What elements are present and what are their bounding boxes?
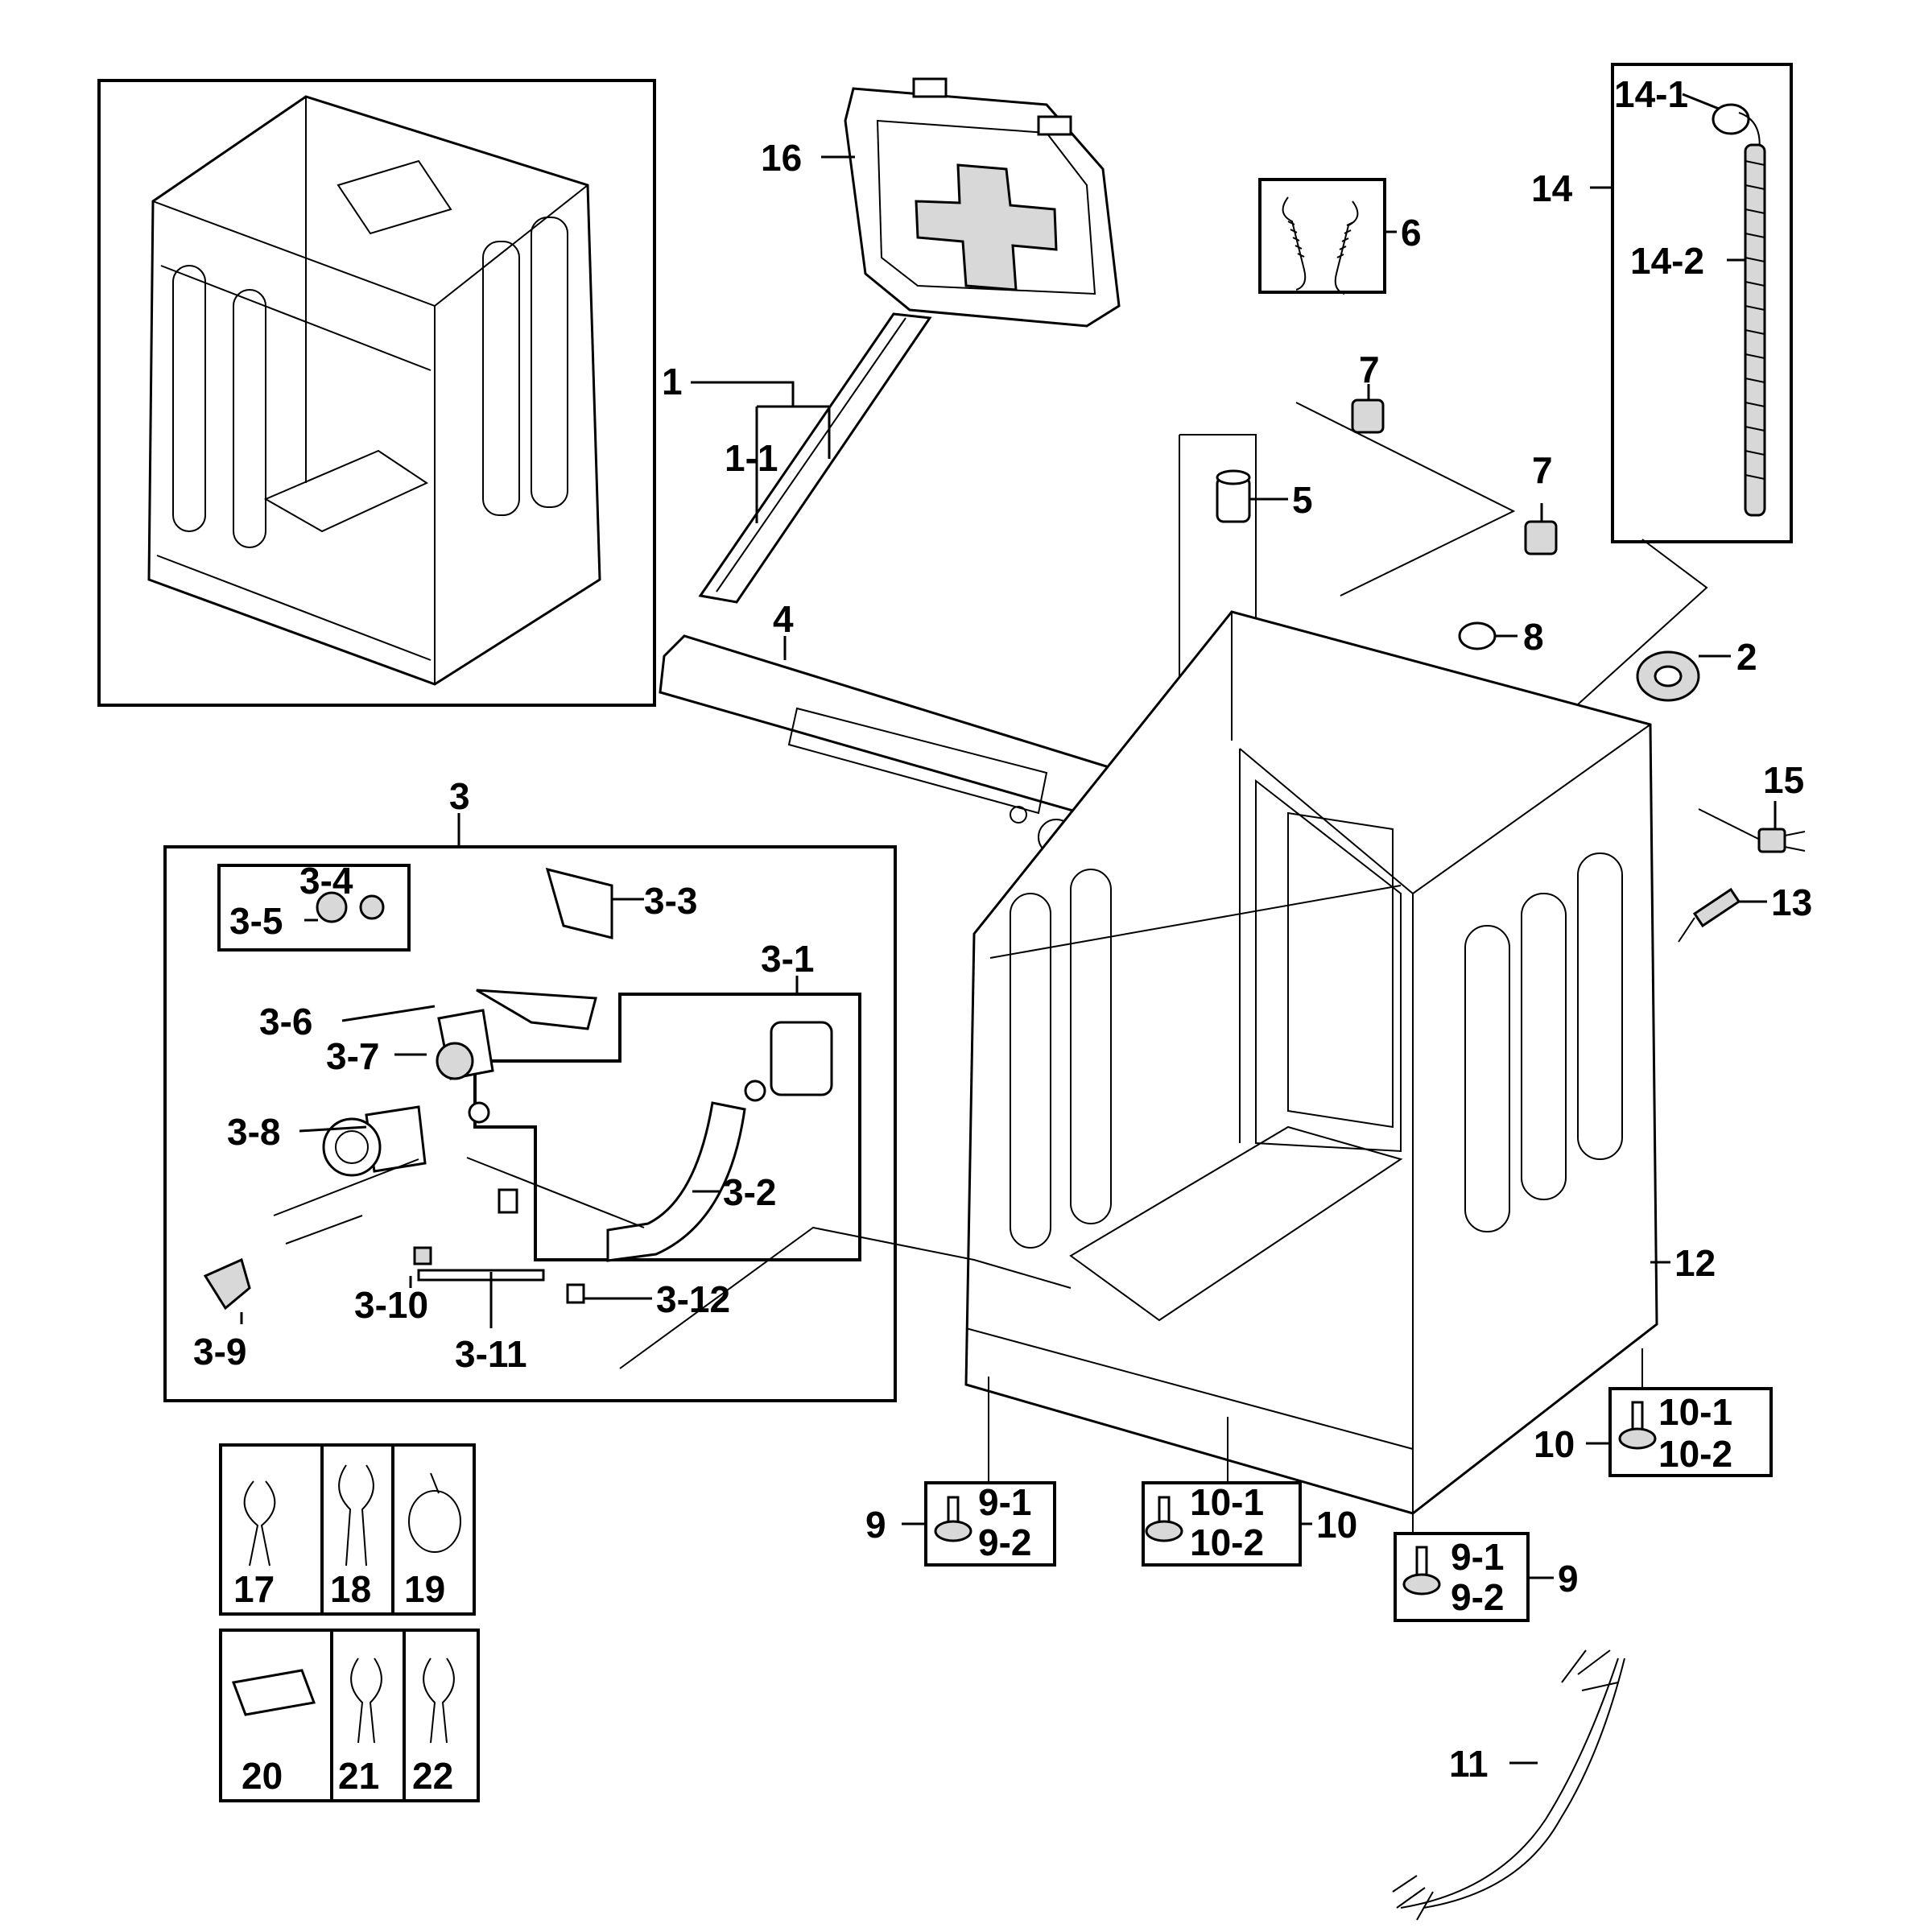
callout-2: 2 [1736, 636, 1757, 678]
callout-19: 19 [404, 1568, 445, 1610]
clamp-8 [1458, 621, 1497, 650]
callout-3-7: 3-7 [326, 1035, 379, 1077]
bushing-2 [1636, 650, 1700, 702]
control-frame-4 [659, 634, 1129, 856]
foot-box-10b [1608, 1387, 1773, 1477]
callout-3-8: 3-8 [227, 1111, 280, 1153]
callout-10b: 10 [1534, 1423, 1575, 1465]
switch-7a [1351, 398, 1385, 434]
callout-9b: 9 [1558, 1558, 1579, 1600]
callout-22: 22 [412, 1755, 453, 1797]
callout-20: 20 [242, 1755, 283, 1797]
callout-10b-1: 10-1 [1658, 1391, 1732, 1433]
callout-6: 6 [1401, 212, 1422, 254]
assembled-cabinet-inset [97, 79, 656, 707]
power-cord-15 [1698, 808, 1806, 853]
callout-21: 21 [338, 1755, 379, 1797]
inlet-13 [1678, 887, 1741, 943]
callout-1-1: 1-1 [725, 437, 778, 479]
callout-3-1: 3-1 [761, 938, 814, 980]
callout-7a: 7 [1359, 349, 1380, 390]
callout-16: 16 [761, 137, 802, 179]
callout-17: 17 [233, 1568, 275, 1610]
callout-9a: 9 [865, 1504, 886, 1546]
callout-14-2: 14-2 [1630, 240, 1704, 282]
callout-11: 11 [1449, 1743, 1489, 1785]
foot-box-10a [1142, 1481, 1302, 1567]
pump-assembly-3 [163, 845, 1072, 1402]
callout-14: 14 [1531, 167, 1573, 209]
springs-6 [1258, 178, 1386, 295]
callout-4: 4 [773, 598, 794, 640]
callout-18: 18 [330, 1568, 371, 1610]
callout-12: 12 [1674, 1242, 1716, 1284]
callout-9a-1: 9-1 [978, 1481, 1031, 1523]
callout-15: 15 [1763, 759, 1804, 801]
callout-3: 3 [449, 775, 470, 817]
callout-1: 1 [662, 361, 683, 402]
callout-3-6: 3-6 [259, 1001, 312, 1042]
callout-3-10: 3-10 [354, 1284, 428, 1326]
callout-3-4: 3-4 [299, 860, 353, 902]
callout-8: 8 [1523, 616, 1544, 658]
callout-3-12: 3-12 [656, 1278, 730, 1320]
callout-7b: 7 [1532, 449, 1553, 491]
callout-9b-2: 9-2 [1451, 1576, 1504, 1618]
callout-9a-2: 9-2 [978, 1521, 1031, 1563]
callout-10a: 10 [1316, 1504, 1357, 1546]
lid-16 [844, 77, 1121, 328]
callout-3-2: 3-2 [723, 1171, 776, 1213]
callout-3-5: 3-5 [229, 900, 283, 942]
callout-10a-1: 10-1 [1190, 1481, 1264, 1523]
callout-3-11: 3-11 [455, 1333, 527, 1375]
callout-10a-2: 10-2 [1190, 1521, 1264, 1563]
cabinet-12 [964, 610, 1658, 1515]
wire-harness-11 [1392, 1649, 1625, 1921]
callout-10b-2: 10-2 [1658, 1433, 1732, 1475]
switch-7b [1524, 520, 1558, 555]
callout-9b-1: 9-1 [1451, 1536, 1504, 1578]
callout-14-1: 14-1 [1614, 73, 1688, 115]
callout-3-3: 3-3 [644, 880, 697, 922]
callout-3-9: 3-9 [193, 1331, 246, 1373]
callout-5: 5 [1292, 479, 1313, 521]
callout-13: 13 [1771, 881, 1812, 923]
drain-hose-14 [1611, 63, 1793, 543]
clamp-grid [219, 1443, 480, 1802]
capacitor-5 [1216, 469, 1251, 523]
